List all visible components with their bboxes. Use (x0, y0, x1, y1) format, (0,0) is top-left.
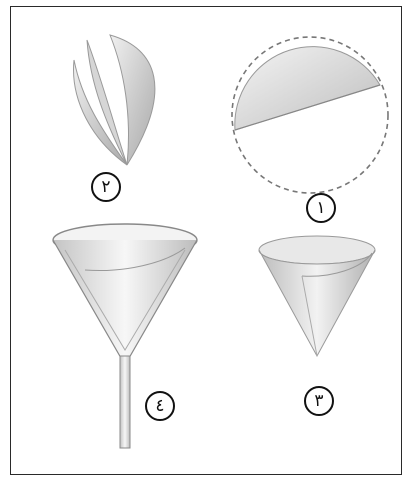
step-4-label: ٤ (145, 391, 175, 421)
step-2-panel (62, 30, 182, 170)
paper-cone-icon (252, 228, 382, 363)
step-3-panel (252, 228, 382, 363)
step-1-label: ١ (306, 193, 336, 223)
funnel-with-filter-icon (45, 218, 205, 453)
step-4-panel (45, 218, 205, 453)
step-2-label: ٢ (91, 172, 121, 202)
paper-half-circle-icon (225, 30, 395, 200)
step-1-panel (225, 30, 395, 200)
step-3-label: ٣ (304, 386, 334, 416)
folded-paper-icon (62, 30, 182, 170)
